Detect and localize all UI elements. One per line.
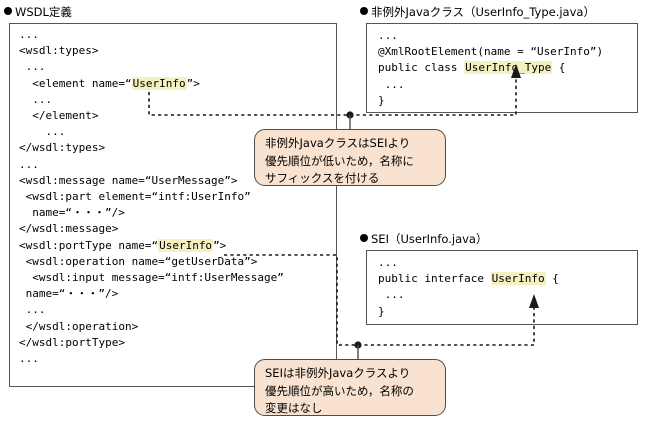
bullet-icon (360, 7, 368, 15)
junction-dot-lower (354, 341, 362, 349)
wsdl-code-block: ... <wsdl:types> ... <element name=“UserI… (19, 27, 284, 367)
code-line: name=“・・・”/> (19, 287, 119, 301)
highlighted-token: UserInfo_Type (464, 61, 553, 75)
code-line: </wsdl:operation> (19, 319, 139, 333)
sei-section-heading: SEI（UserInfo.java） (360, 231, 487, 247)
highlighted-token: UserInfo (158, 238, 214, 252)
highlighted-token: UserInfo (490, 272, 546, 286)
code-line: ... (19, 352, 39, 366)
code-line: ... (19, 60, 46, 74)
javaclass-heading-label: 非例外Javaクラス（UserInfo_Type.java） (371, 5, 595, 19)
code-line: ... (378, 256, 398, 269)
code-line: </wsdl:message> (19, 222, 119, 236)
javaclass-section-heading: 非例外Javaクラス（UserInfo_Type.java） (360, 4, 595, 20)
sei-heading-label: SEI（UserInfo.java） (371, 232, 488, 246)
code-line: ... (19, 28, 39, 41)
code-line: ... (19, 125, 66, 139)
code-line: } (378, 93, 385, 107)
highlighted-token: UserInfo (131, 76, 187, 90)
code-line: <wsdl:input message=“intf:UserMessage” (19, 271, 284, 285)
code-line: ... (378, 29, 398, 42)
code-line: @XmlRootElement(name = “UserInfo”) (378, 45, 604, 59)
code-line: public interface UserInfo { (378, 272, 559, 286)
code-line: ... (19, 303, 46, 317)
code-line: <element name=“UserInfo”> (19, 76, 200, 90)
code-line: ... (19, 92, 53, 106)
code-line: </wsdl:portType> (19, 335, 125, 349)
code-line: <wsdl:portType name=“UserInfo”> (19, 238, 227, 252)
wsdl-heading-label: WSDL定義 (15, 5, 72, 19)
callout-javaclass-suffix: 非例外JavaクラスはSEIより 優先順位が低いため，名称に サフィックスを付け… (254, 129, 446, 186)
code-line: } (378, 304, 385, 318)
code-line: </wsdl:types> (19, 141, 106, 155)
bullet-icon (360, 234, 368, 242)
wsdl-section-heading: WSDL定義 (4, 4, 72, 20)
code-line: <wsdl:operation name=“getUserData”> (19, 254, 258, 268)
code-line: <wsdl:types> (19, 44, 99, 58)
code-line: public class UserInfo_Type { (378, 61, 566, 75)
code-line: name=“・・・”/> (19, 206, 125, 220)
java-class-code-block: ... @XmlRootElement(name = “UserInfo”) pub… (378, 28, 603, 109)
code-line: ... (19, 157, 39, 171)
code-line: <wsdl:part element=“intf:UserInfo” (19, 190, 251, 204)
code-line: <wsdl:message name=“UserMessage”> (19, 173, 238, 187)
junction-dot-upper (346, 111, 354, 119)
callout-sei-no-change: SEIは非例外Javaクラスより 優先順位が高いため，名称の 変更はなし (254, 359, 446, 416)
code-line: ... (378, 77, 405, 91)
code-line: ... (378, 288, 405, 302)
code-line: </element> (19, 109, 99, 123)
sei-code-block: ... public interface UserInfo { ...} (378, 255, 559, 320)
bullet-icon (4, 7, 12, 15)
